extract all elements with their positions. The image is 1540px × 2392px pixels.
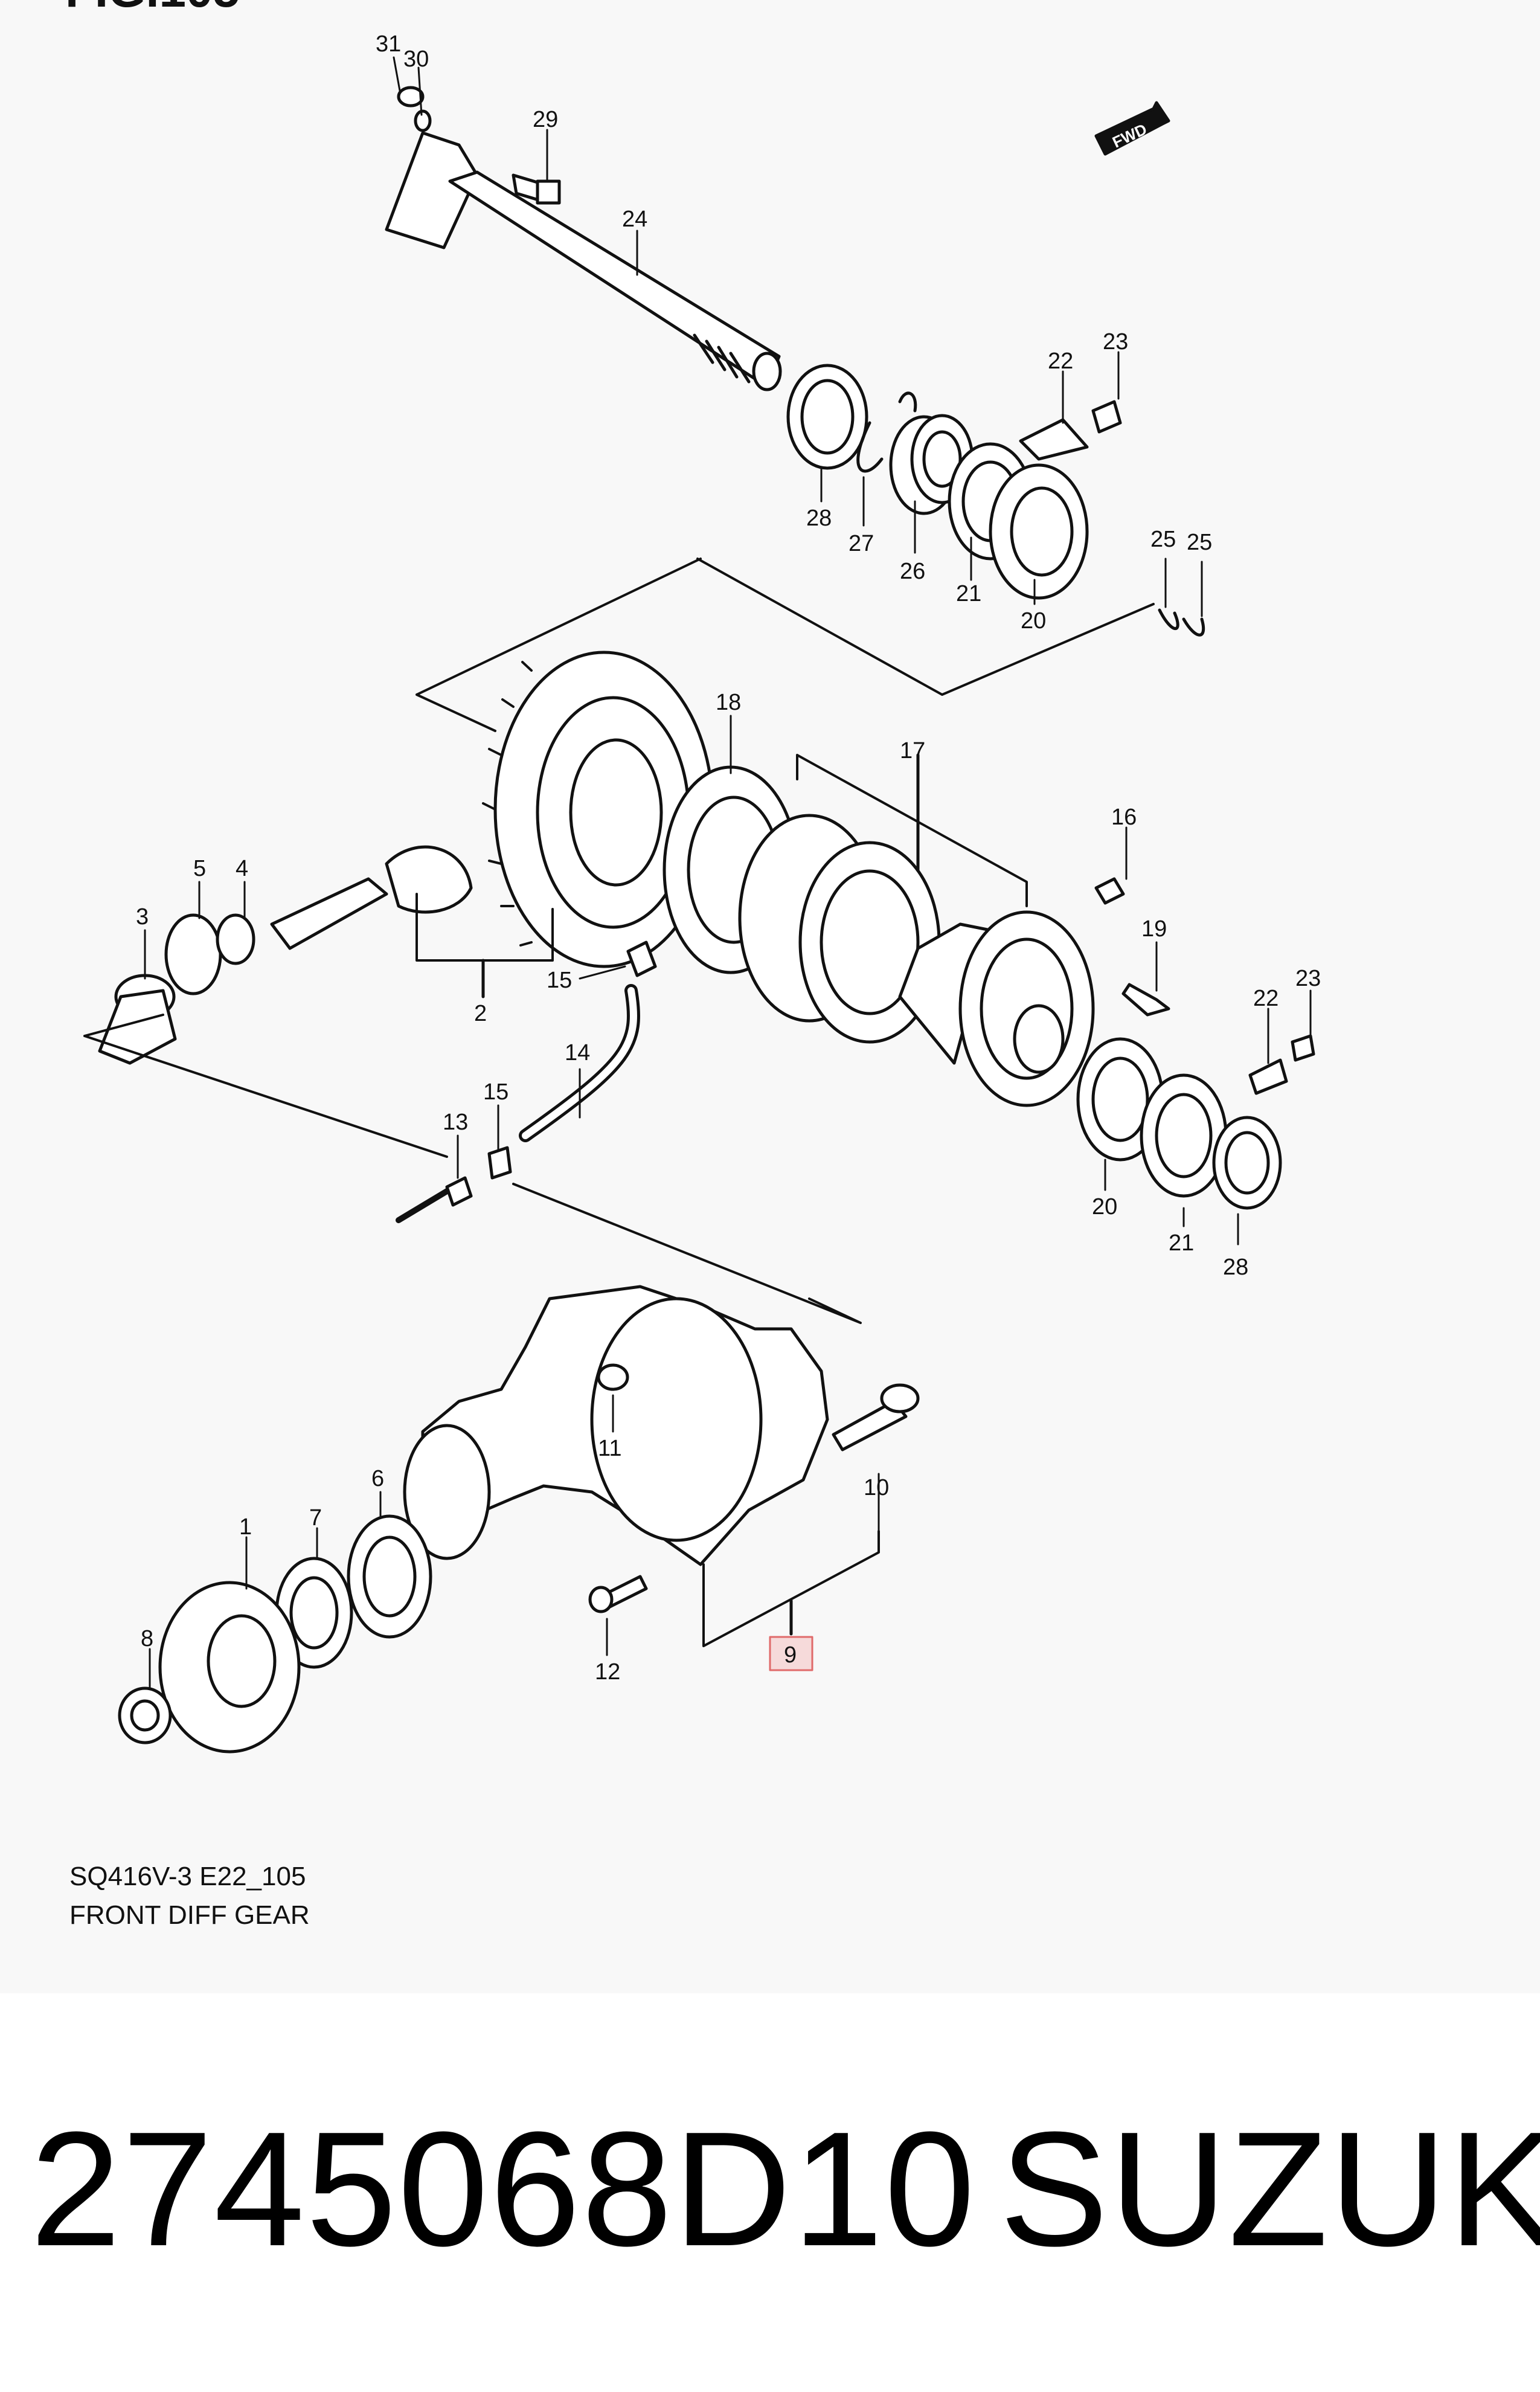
callout-5: 5 [193, 856, 206, 881]
exploded-parts-diagram: 31 30 29 24 23 22 28 27 26 21 20 25 25 1… [83, 31, 1321, 1754]
callout-labels: 31 30 29 24 23 22 28 27 26 21 20 25 25 1… [136, 31, 1321, 1685]
leader-lines [144, 56, 1312, 1690]
callout-12: 12 [595, 1659, 620, 1685]
callout-25-b: 25 [1187, 530, 1212, 555]
highlight-box [769, 1636, 813, 1671]
callout-23-upper: 23 [1103, 329, 1128, 355]
callout-17: 17 [900, 738, 925, 764]
callout-27: 27 [849, 531, 874, 556]
callout-21-lower: 21 [1169, 1230, 1194, 1256]
callout-3: 3 [136, 904, 149, 930]
highlighted-part-9[interactable]: 9 [769, 1636, 813, 1671]
figure-label: FIG.105 [65, 0, 240, 18]
callout-20-upper: 20 [1021, 608, 1046, 634]
callout-28-upper: 28 [806, 506, 832, 531]
callout-20-lower: 20 [1092, 1194, 1117, 1220]
callout-6: 6 [371, 1466, 384, 1491]
callout-26: 26 [900, 559, 925, 584]
callout-19: 19 [1141, 916, 1167, 942]
callout-10: 10 [864, 1475, 889, 1500]
callout-22-lower: 22 [1253, 986, 1279, 1011]
callout-9: 9 [784, 1642, 797, 1668]
differential-case-group [898, 877, 1315, 1210]
callout-13: 13 [443, 1110, 468, 1135]
callout-15-upper: 15 [547, 968, 572, 993]
callout-1: 1 [239, 1514, 252, 1540]
ring-gear-group [482, 651, 714, 968]
callout-15-lower: 15 [483, 1079, 509, 1105]
callout-25-a: 25 [1150, 527, 1176, 552]
callout-22-upper: 22 [1048, 349, 1073, 374]
pinion-group [83, 845, 554, 1158]
callout-14: 14 [565, 1040, 590, 1066]
parts-diagram-panel: FIG.105 [65, 0, 1321, 1930]
callout-28-lower: 28 [1223, 1255, 1248, 1280]
diagram-title: FRONT DIFF GEAR [69, 1900, 310, 1930]
brand-name: SUZUKI [999, 2098, 1540, 2280]
callout-23-lower: 23 [1295, 966, 1321, 991]
callout-2: 2 [474, 1001, 487, 1026]
callout-7: 7 [309, 1505, 322, 1531]
diagram-code: SQ416V-3 E22_105 [69, 1862, 306, 1891]
axle-housing-group [118, 1285, 920, 1754]
callout-24: 24 [622, 207, 647, 232]
callout-4: 4 [236, 856, 248, 881]
axle-shaft-group [385, 86, 1205, 696]
callout-11: 11 [598, 1436, 621, 1461]
callout-16: 16 [1111, 805, 1137, 830]
callout-18: 18 [716, 690, 741, 715]
side-bearing-group [663, 753, 1028, 1044]
callout-29: 29 [533, 107, 558, 132]
part-number: 2745068D10 [30, 2098, 977, 2280]
callout-21-upper: 21 [956, 581, 981, 606]
callout-31: 31 [376, 31, 401, 57]
breather-hose-group [396, 940, 657, 1223]
callout-30: 30 [403, 47, 429, 72]
callout-8: 8 [141, 1626, 153, 1651]
